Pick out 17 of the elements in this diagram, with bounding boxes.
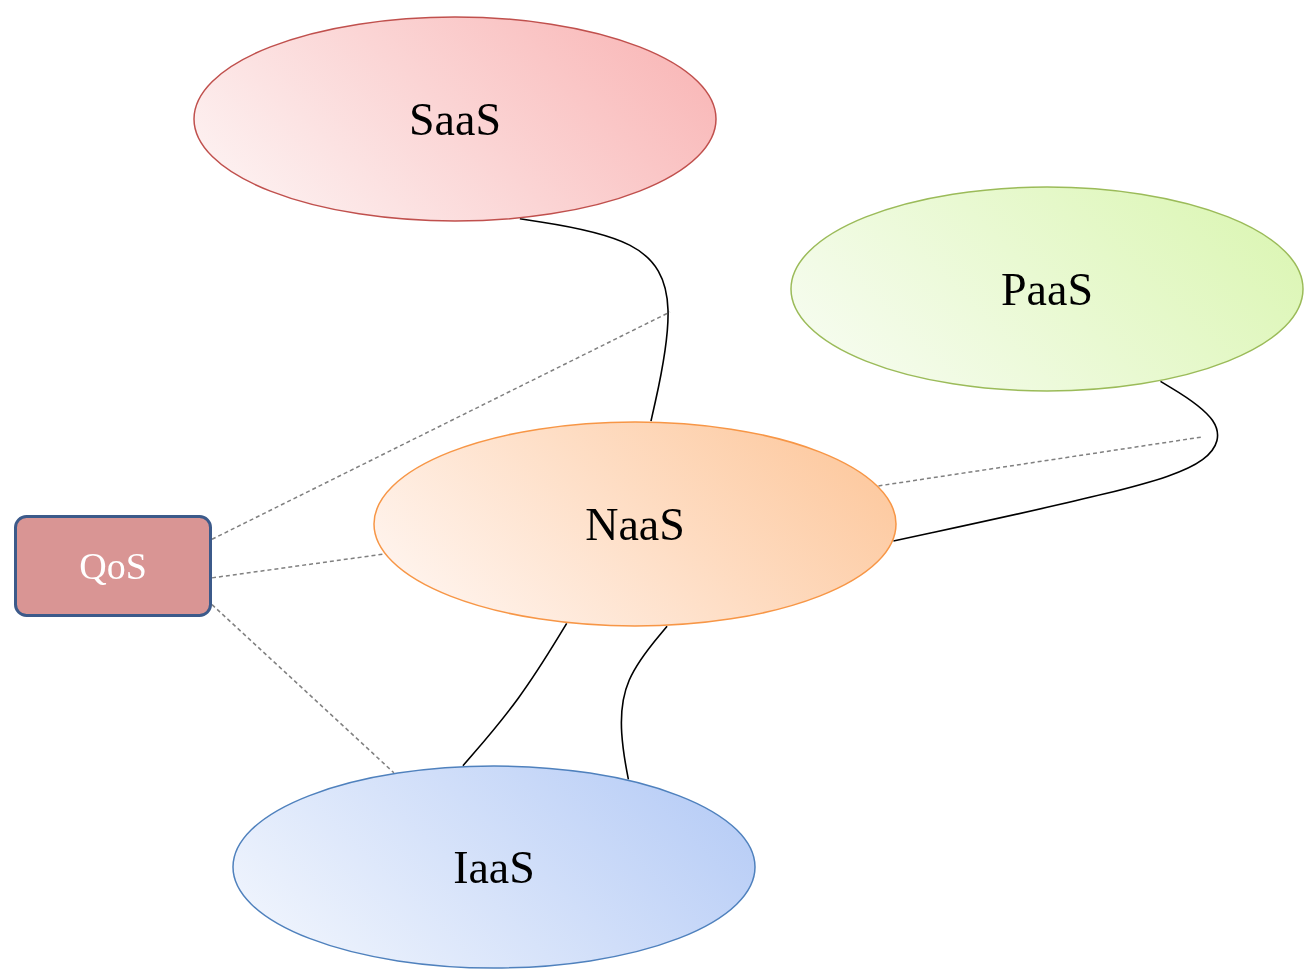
dashed-line (211, 311, 671, 540)
ellipse-node (232, 765, 756, 969)
node-label: PaaS (1001, 262, 1093, 316)
connector-line (892, 380, 1219, 542)
ellipse-node (373, 421, 897, 627)
node-label: SaaS (409, 92, 501, 146)
connector-line (462, 622, 568, 767)
node-label: QoS (79, 544, 147, 588)
node-label: NaaS (585, 497, 685, 551)
connector-line (519, 218, 669, 422)
dashed-line (877, 436, 1203, 487)
node-label: IaaS (453, 840, 535, 894)
dashed-line (211, 603, 395, 774)
ellipse-node (790, 186, 1304, 392)
rounded-box (14, 515, 212, 617)
ellipse-node (193, 16, 717, 222)
connector-line (620, 625, 668, 781)
